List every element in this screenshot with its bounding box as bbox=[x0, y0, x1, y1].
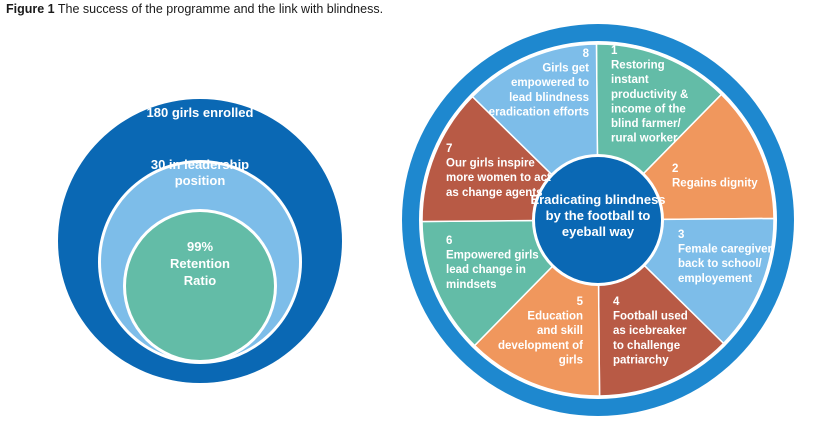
wheel-segment-text-line: girls bbox=[559, 354, 583, 366]
figure-label: Figure 1 bbox=[6, 2, 55, 16]
inner-circle-label-line: Ratio bbox=[184, 273, 217, 288]
wheel-segment-text-line: development of bbox=[498, 340, 583, 352]
wheel-segment-text-line: back to school/ bbox=[678, 258, 763, 270]
wheel-segment-text-line: Education bbox=[527, 311, 583, 323]
wheel-segment-text-line: eradication efforts bbox=[489, 106, 589, 118]
wheel-segment-number: 7 bbox=[446, 143, 452, 155]
wheel-segment-text-line: and skill bbox=[537, 325, 583, 337]
inner-circle-label-line: 99% bbox=[187, 239, 213, 254]
outer-circle-label: 180 girls enrolled bbox=[147, 105, 254, 120]
wheel-segment-text-line: to challenge bbox=[613, 340, 680, 352]
wheel-segment-text-line: Girls get bbox=[542, 63, 589, 75]
wheel-segment-number: 4 bbox=[613, 296, 620, 308]
wheel-segment-number: 3 bbox=[678, 229, 684, 241]
wheel-segment-text-line: lead change in bbox=[446, 264, 526, 276]
wheel-segment-text-line: as change agents bbox=[446, 187, 543, 199]
figure-caption-text: The success of the programme and the lin… bbox=[57, 2, 384, 16]
wheel-segment-text-line: empowered to bbox=[511, 77, 589, 89]
wheel-segment-text-line: Empowered girls bbox=[446, 250, 539, 262]
wheel-segment-text-line: as icebreaker bbox=[613, 325, 687, 337]
wheel-segment-text-line: Female caregiver bbox=[678, 244, 773, 256]
wheel-segment-number: 2 bbox=[672, 163, 678, 175]
wheel-segment-text-line: Restoring bbox=[611, 60, 665, 72]
wheel-hub-label-line: by the football to bbox=[546, 208, 651, 223]
wheel-segment-text-line: Regains dignity bbox=[672, 178, 758, 190]
inner-circle bbox=[126, 212, 274, 360]
outer-circle-label-line: 180 girls enrolled bbox=[147, 105, 254, 120]
middle-circle-label-line: position bbox=[175, 173, 226, 188]
wheel-segment-text-line: income of the bbox=[611, 103, 686, 115]
wheel-segment-number: 1 bbox=[611, 45, 618, 57]
wheel-segment-text-line: patriarchy bbox=[613, 354, 669, 366]
wheel-hub-label-line: Eradicating blindness bbox=[530, 192, 665, 207]
wheel-segment-text-line: rural worker bbox=[611, 133, 678, 145]
wheel-segment-text-line: productivity & bbox=[611, 89, 688, 101]
wheel-segment-text-line: mindsets bbox=[446, 279, 497, 291]
wheel-segment-text-line: more women to act bbox=[446, 172, 551, 184]
wheel-segment-text-line: employement bbox=[678, 273, 752, 285]
wheel-segment-text-line: instant bbox=[611, 74, 649, 86]
wheel-segment-number: 5 bbox=[577, 296, 584, 308]
wheel-hub bbox=[535, 157, 661, 283]
wheel-segment-number: 8 bbox=[583, 48, 590, 60]
inner-circle-label-line: Retention bbox=[170, 256, 230, 271]
wheel-hub-label-line: eyeball way bbox=[562, 224, 635, 239]
figure-caption: Figure 1 The success of the programme an… bbox=[6, 2, 383, 16]
wheel-segment-text-line: blind farmer/ bbox=[611, 118, 681, 130]
wheel-segment-text-line: lead blindness bbox=[509, 92, 589, 104]
wheel-segment-number: 6 bbox=[446, 235, 452, 247]
middle-circle-label-line: 30 in leadership bbox=[151, 157, 249, 172]
wheel-segment-text-line: Our girls inspire bbox=[446, 158, 535, 170]
wheel-segment-text-line: Football used bbox=[613, 311, 688, 323]
